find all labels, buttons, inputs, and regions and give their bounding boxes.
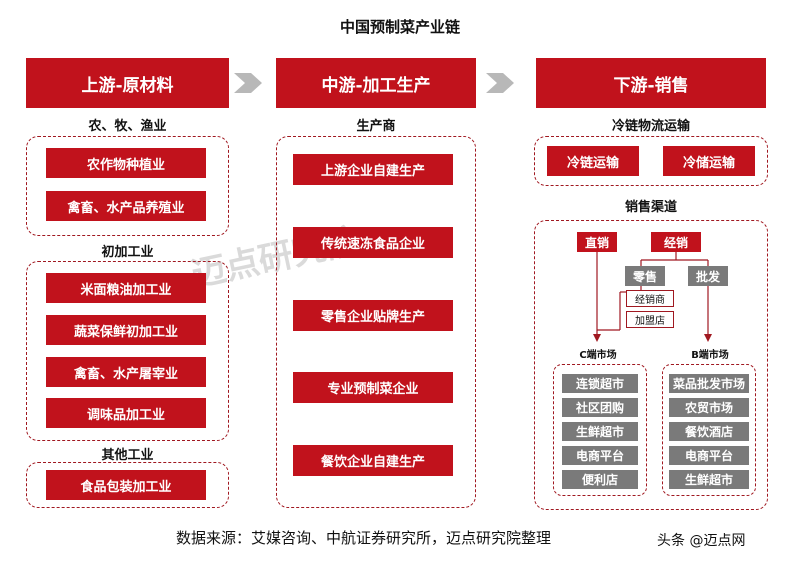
retail-box: 零售 xyxy=(625,266,665,286)
wholesale-box: 批发 xyxy=(688,266,728,286)
upstream-group2-panel xyxy=(26,261,229,441)
c-market-item: 生鲜超市 xyxy=(562,422,638,441)
c-market-item: 电商平台 xyxy=(562,446,638,465)
upstream-group3-label: 其他工业 xyxy=(101,448,154,463)
upstream-item: 蔬菜保鲜初加工业 xyxy=(46,315,206,345)
midstream-item: 餐饮企业自建生产 xyxy=(293,445,453,476)
channels-label: 销售渠道 xyxy=(624,200,677,215)
midstream-item: 零售企业贴牌生产 xyxy=(293,300,453,331)
b-market-label: B端市场 xyxy=(691,350,729,361)
logistics-item: 冷链运输 xyxy=(547,146,639,176)
upstream-group3-panel xyxy=(26,462,229,508)
upstream-group1-panel xyxy=(26,136,229,236)
distribution-box: 经销 xyxy=(651,232,701,252)
midstream-label: 生产商 xyxy=(356,119,396,134)
midstream-item: 传统速冻食品企业 xyxy=(293,227,453,258)
direct-sales-box: 直销 xyxy=(577,232,617,252)
midstream-item: 专业预制菜企业 xyxy=(293,372,453,403)
upstream-item: 调味品加工业 xyxy=(46,398,206,428)
intermediary-box: 经销商 xyxy=(626,290,674,307)
upstream-header: 上游-原材料 xyxy=(26,58,229,108)
b-market-panel xyxy=(662,364,756,496)
c-market-item: 便利店 xyxy=(562,470,638,489)
source-note: 数据来源：艾媒咨询、中航证券研究所，迈点研究院整理 xyxy=(176,529,552,547)
b-market-item: 菜品批发市场 xyxy=(669,374,749,393)
upstream-group1-label: 农、牧、渔业 xyxy=(88,119,167,134)
upstream-group2-label: 初加工业 xyxy=(101,245,154,260)
channel-connectors xyxy=(596,252,709,336)
midstream-panel xyxy=(276,136,476,508)
channels-panel xyxy=(534,220,768,510)
b-market-item: 生鲜超市 xyxy=(669,470,749,489)
logistics-panel xyxy=(534,136,768,186)
c-market-item: 社区团购 xyxy=(562,398,638,417)
logistics-item: 冷储运输 xyxy=(663,146,755,176)
upstream-item: 禽畜、水产屠宰业 xyxy=(46,357,206,387)
b-market-item: 电商平台 xyxy=(669,446,749,465)
attribution: 头条 @迈点网 xyxy=(657,533,746,549)
midstream-item: 上游企业自建生产 xyxy=(293,154,453,185)
midstream-header: 中游-加工生产 xyxy=(276,58,476,108)
upstream-item: 米面粮油加工业 xyxy=(46,273,206,303)
chevron-right-icon xyxy=(234,73,262,93)
upstream-item: 禽畜、水产品养殖业 xyxy=(46,191,206,221)
c-market-label: C端市场 xyxy=(579,350,617,361)
upstream-item: 农作物种植业 xyxy=(46,148,206,178)
b-market-item: 餐饮酒店 xyxy=(669,422,749,441)
c-market-item: 连锁超市 xyxy=(562,374,638,393)
arrow-down-icon xyxy=(704,334,712,342)
page-title: 中国预制菜产业链 xyxy=(339,18,460,36)
intermediary-box: 加盟店 xyxy=(626,311,674,328)
b-market-item: 农贸市场 xyxy=(669,398,749,417)
chevron-right-icon xyxy=(486,73,514,93)
arrow-down-icon xyxy=(593,334,601,342)
upstream-item: 食品包装加工业 xyxy=(46,470,206,500)
logistics-label: 冷链物流运输 xyxy=(611,119,690,134)
downstream-header: 下游-销售 xyxy=(536,58,766,108)
c-market-panel xyxy=(553,364,647,496)
